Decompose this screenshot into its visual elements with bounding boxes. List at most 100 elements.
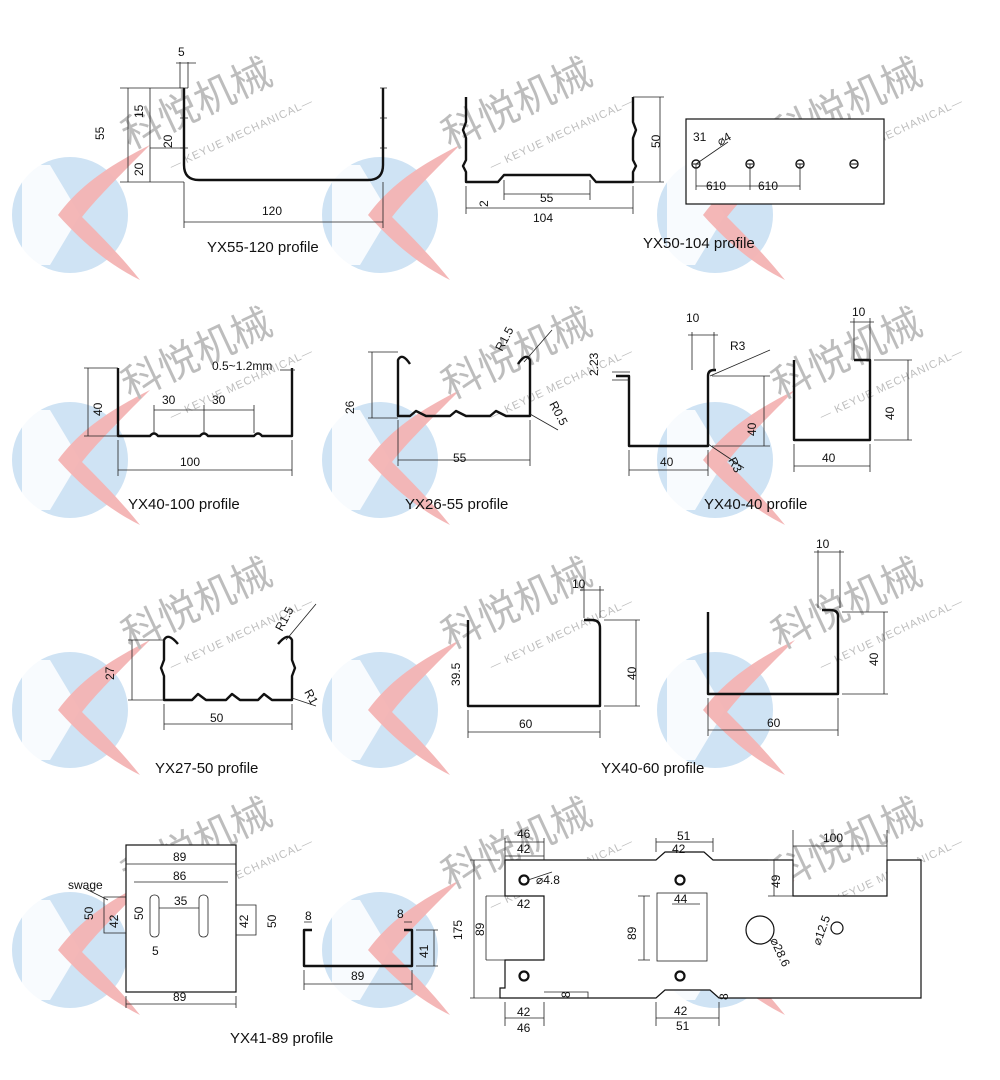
- profile-caption: YX50-104 profile: [643, 235, 755, 252]
- dim-lines: [695, 141, 801, 190]
- dim-label: 100: [823, 831, 843, 845]
- dim-label: 0.5~1.2mm: [212, 359, 272, 373]
- dim-lines: [128, 639, 164, 701]
- dim-label: R3: [725, 455, 745, 475]
- dim-lines: [604, 619, 640, 707]
- dim-label: 42: [674, 1004, 688, 1018]
- dim-lines: [638, 895, 700, 961]
- profile-yx55-120: 5 55 15 20 20 120 YX55-120 profile: [93, 45, 387, 256]
- dim-lines: [768, 830, 888, 897]
- profile-caption: YX27-50 profile: [155, 760, 258, 777]
- profile-yx40-100: 0.5~1.2mm 40 30 30 100 YX40-100 profile: [84, 359, 295, 513]
- watermark-text: 科悦机械: [435, 550, 599, 659]
- dim-lines: [163, 704, 293, 730]
- dim-lines: [465, 186, 634, 214]
- dim-label: 20: [132, 162, 146, 176]
- dim-label: 175: [451, 920, 465, 940]
- watermark-text: 科悦机械: [115, 300, 279, 409]
- hole-small: [830, 921, 844, 935]
- dim-lines: [303, 921, 438, 990]
- profile-outline: [461, 97, 638, 184]
- dim-label: 60: [519, 717, 533, 731]
- dim-label: 40: [745, 422, 759, 436]
- profile-caption: YX26-55 profile: [405, 496, 508, 513]
- plate-outline: [125, 844, 237, 993]
- profile-outline: [116, 368, 294, 438]
- profile-yx40-60: 10 39.5 40 60 10 40 60 YX40-60 profile: [449, 537, 888, 777]
- watermark-text: 科悦机械: [435, 300, 599, 409]
- hole: [849, 159, 859, 169]
- dim-label: 40: [625, 666, 639, 680]
- big-plate-drawing: 46 42 ⌀4.8 42 175 89 42 46 8 51 42 44 89…: [451, 827, 922, 1035]
- slot: [149, 894, 160, 938]
- dim-label: 42: [672, 842, 686, 856]
- dim-label: 55: [93, 126, 107, 140]
- profile-outline: [302, 928, 414, 968]
- profile-outline: [616, 368, 716, 448]
- dim-label: 2: [477, 200, 491, 207]
- dim-lines: [712, 375, 770, 447]
- dim-label: 42: [237, 914, 251, 928]
- dim-lines: [117, 440, 293, 476]
- dim-label: 50: [265, 914, 279, 928]
- profile-yx41-89: 89 swage 86 35 50 42 50 5 42 50 89 8 8 4…: [68, 844, 438, 1047]
- dim-label: 5: [178, 45, 185, 59]
- dim-label: 26: [343, 400, 357, 414]
- dim-label: 40: [91, 402, 105, 416]
- dim-lines: [183, 182, 384, 228]
- dim-lines: [149, 88, 184, 182]
- dim-label: 10: [572, 577, 586, 591]
- dim-lines: [850, 318, 874, 360]
- dim-lines: [633, 96, 664, 183]
- dim-label: 89: [625, 926, 639, 940]
- dim-label: 89: [351, 969, 365, 983]
- dim-label: 42: [517, 897, 531, 911]
- dim-lines: [153, 405, 255, 433]
- dim-label: 8: [397, 907, 404, 921]
- dim-label: 2.23: [587, 352, 601, 376]
- dim-lines: [527, 871, 589, 998]
- dim-label: 51: [677, 829, 691, 843]
- dim-label: ⌀4: [715, 129, 734, 148]
- dim-lines: [523, 329, 559, 431]
- dim-lines: [707, 698, 839, 736]
- dim-label: 40: [660, 455, 674, 469]
- watermark-text: 科悦机械: [115, 550, 279, 659]
- profile-caption: YX40-60 profile: [601, 760, 704, 777]
- profile-outline: [396, 355, 532, 418]
- dim-label: 8: [717, 993, 731, 1000]
- watermark-text: 科悦机械: [765, 550, 929, 659]
- profile-outline: [182, 88, 385, 182]
- profile-caption: YX40-40 profile: [704, 496, 807, 513]
- dim-lines: [84, 367, 118, 437]
- dim-lines: [467, 710, 601, 738]
- dim-label: R1: [301, 687, 321, 707]
- dim-label: 20: [161, 134, 175, 148]
- dim-label: 5: [152, 944, 159, 958]
- dim-label: 41: [417, 944, 431, 958]
- dim-label: 30: [212, 393, 226, 407]
- dim-lines: [628, 450, 709, 476]
- profile-caption: YX41-89 profile: [230, 1030, 333, 1047]
- profile-yx50-104: 2 55 104 50 YX50-104 profile: [461, 96, 755, 252]
- watermark-text: 科悦机械: [765, 300, 929, 409]
- dim-label: 50: [132, 906, 146, 920]
- profile-caption: YX55-120 profile: [207, 239, 319, 256]
- hole-plate-drawing: 31 ⌀4 610 610: [685, 118, 885, 205]
- dim-label: 610: [706, 179, 726, 193]
- dim-label: 86: [173, 869, 187, 883]
- dim-label: 30: [162, 393, 176, 407]
- dim-lines: [580, 586, 604, 618]
- dim-lines: [397, 420, 531, 466]
- dim-label: 31: [693, 130, 707, 144]
- dim-label: 46: [517, 1021, 531, 1035]
- dim-lines: [874, 359, 912, 441]
- dim-label: 40: [822, 451, 836, 465]
- dim-label: 42: [517, 1005, 531, 1019]
- slot: [198, 894, 209, 938]
- profile-outline: [706, 608, 840, 696]
- dim-label: 10: [816, 537, 830, 551]
- dim-lines: [176, 62, 196, 88]
- dim-label: 15: [132, 104, 146, 118]
- dim-label: 35: [174, 894, 188, 908]
